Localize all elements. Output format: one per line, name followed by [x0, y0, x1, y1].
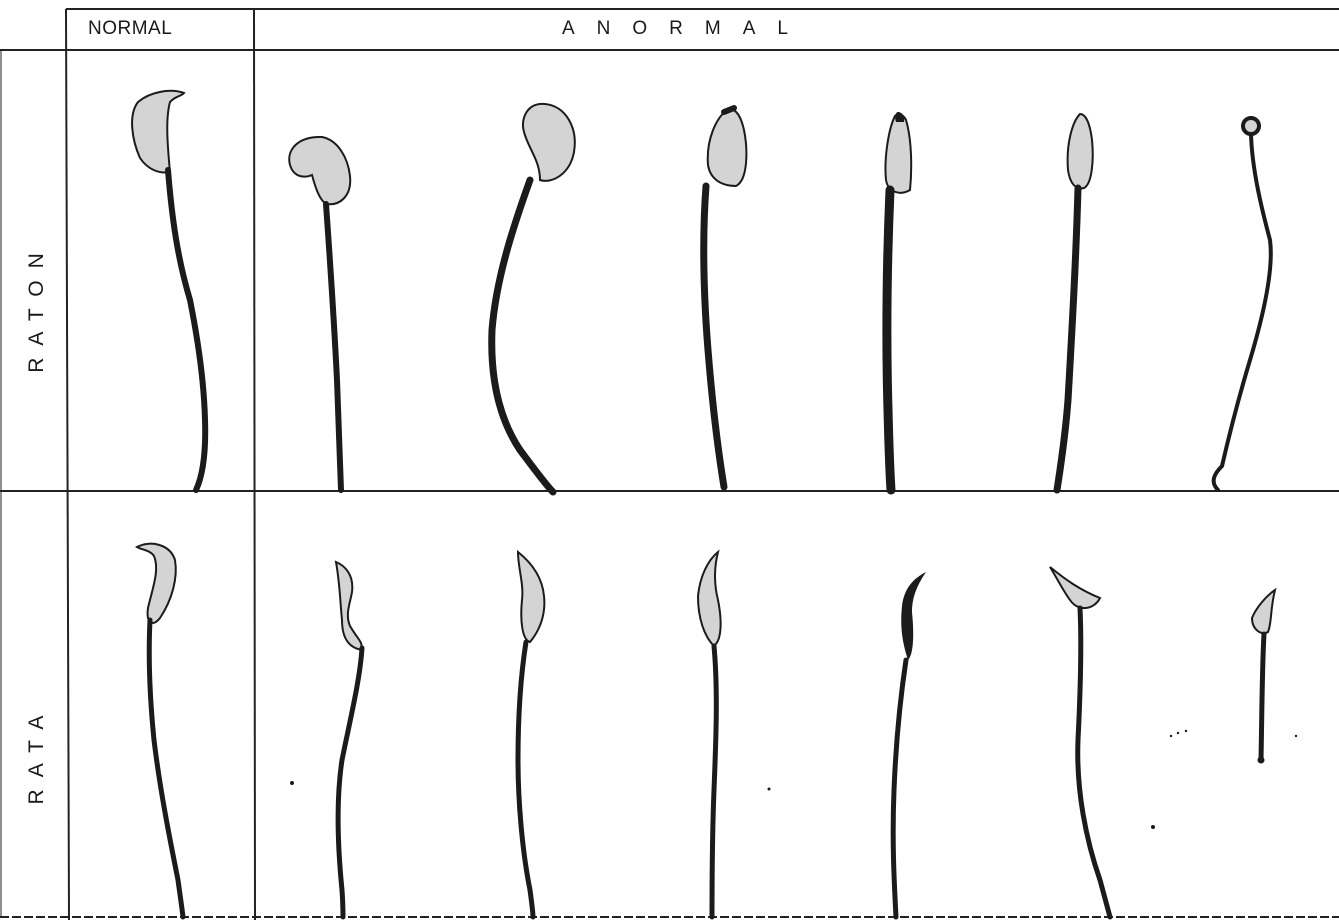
raton-normal-sperm [132, 91, 205, 490]
stray-specks [290, 730, 1297, 829]
rata-abnormal-sperm-3 [698, 552, 721, 917]
raton-abnormal-sperm-5 [1057, 114, 1093, 490]
row-label-rata: RATA [25, 694, 49, 814]
rata-abnormal-sperm-5 [1050, 567, 1110, 917]
header-anormal-label: ANORMAL [562, 18, 810, 40]
grid-left-line [66, 9, 69, 920]
raton-abnormal-sperm-3 [704, 108, 747, 487]
row-label-raton: RATON [25, 237, 49, 377]
rata-normal-sperm [137, 544, 183, 917]
header-normal-label: NORMAL [88, 18, 172, 40]
raton-abnormal-sperm-1 [289, 137, 350, 490]
rata-abnormal-sperm-4 [893, 572, 926, 917]
rata-abnormal-sperm-6 [1252, 590, 1275, 764]
rata-abnormal-sperm-2 [518, 552, 544, 917]
sperm-cells [132, 91, 1297, 917]
raton-abnormal-sperm-6 [1214, 118, 1271, 490]
grid-normal-divider [254, 9, 255, 920]
rata-abnormal-sperm-1 [336, 562, 362, 917]
raton-abnormal-sperm-4 [885, 112, 911, 490]
raton-abnormal-sperm-2 [492, 104, 575, 492]
